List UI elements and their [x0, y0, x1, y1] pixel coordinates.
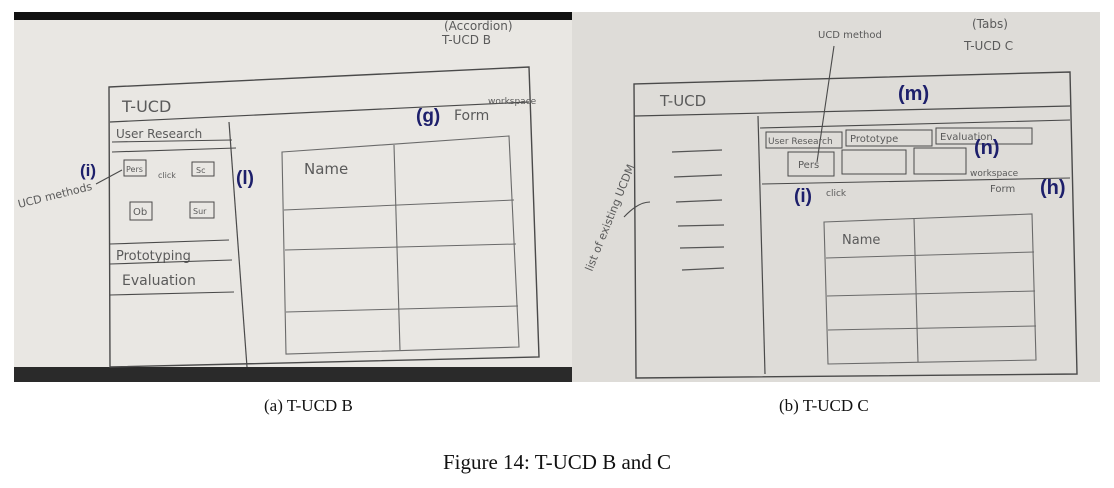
form-table-frame	[823, 213, 1037, 365]
click-note: click	[826, 189, 847, 199]
form-table-header: Name	[842, 233, 880, 248]
workspace-note: workspace	[488, 97, 537, 107]
section-divider	[109, 291, 235, 296]
form-label: Form	[990, 184, 1015, 195]
corner-note-1: (Tabs)	[972, 17, 1008, 31]
subfigure-caption-b: (b) T-UCD C	[779, 396, 869, 415]
form-table-row-line	[826, 290, 1036, 297]
tab-evaluation	[935, 127, 1033, 145]
pointer-arrow	[95, 169, 123, 185]
sketch-a-drawing: (Accordion) T-UCD B T-UCD workspace Form…	[14, 12, 572, 382]
pointer-line	[816, 45, 835, 163]
tab-prototype-label: Prototype	[850, 134, 898, 145]
workspace-note: workspace	[970, 169, 1019, 179]
section-divider	[111, 139, 233, 143]
list-arrow	[623, 201, 651, 218]
dark-top-edge	[14, 12, 572, 20]
ucd-method-note: UCD method	[818, 30, 882, 41]
tab-panel-bottom	[761, 177, 1071, 185]
form-label: Form	[454, 108, 489, 124]
annotation-g: (g)	[416, 106, 440, 127]
annotation-n: (n)	[974, 137, 1000, 159]
form-table-column-divider	[913, 217, 919, 363]
form-table-row-line	[827, 325, 1037, 331]
method-box-empty	[841, 149, 907, 175]
tab-bar-top	[759, 119, 1071, 129]
list-line	[671, 149, 723, 153]
annotation-i: (i)	[794, 186, 812, 207]
form-table-row-line	[283, 199, 515, 211]
list-line	[673, 174, 723, 178]
app-title: T-UCD	[659, 92, 706, 110]
annotation-i: (i)	[80, 161, 96, 180]
method-box-ob	[129, 201, 153, 221]
corner-note-2: T-UCD B	[441, 33, 491, 47]
method-box-sc-label: Sc	[196, 166, 205, 175]
click-note: click	[158, 171, 176, 180]
sketch-b-drawing: (Tabs) T-UCD C UCD method T-UCD list of …	[572, 12, 1100, 382]
method-box-empty	[913, 147, 967, 175]
list-line	[681, 267, 725, 271]
sidebar-right-edge	[757, 115, 766, 375]
section-divider	[111, 147, 237, 153]
figure-caption: Figure 14: T-UCD B and C	[442, 450, 672, 474]
form-table-header: Name	[304, 160, 348, 178]
dark-bottom-edge	[14, 367, 572, 382]
form-table-frame	[281, 135, 520, 355]
tab-prototype	[845, 129, 933, 147]
method-box-sc	[191, 161, 215, 177]
form-table-row-line	[825, 251, 1035, 259]
sketch-photo-a: (Accordion) T-UCD B T-UCD workspace Form…	[14, 12, 572, 382]
corner-note-1: (Accordion)	[444, 19, 513, 33]
section-evaluation: Evaluation	[122, 273, 196, 289]
sidebar-right-edge	[228, 121, 248, 368]
section-divider	[109, 259, 233, 265]
corner-note-2: T-UCD C	[963, 39, 1013, 53]
section-prototyping: Prototyping	[116, 249, 191, 264]
list-line	[679, 246, 725, 249]
form-table-row-line	[284, 243, 517, 251]
tab-user-research	[765, 131, 843, 149]
section-user-research: User Research	[116, 127, 202, 141]
list-line	[675, 199, 723, 203]
subfigure-caption-a: (a) T-UCD B	[264, 396, 353, 415]
title-bar-line	[109, 101, 530, 123]
sketch-photo-b: (Tabs) T-UCD C UCD method T-UCD list of …	[572, 12, 1100, 382]
annotation-l: (l)	[236, 168, 254, 189]
annotation-m: (m)	[898, 83, 929, 105]
tab-evaluation-label: Evaluation	[940, 132, 993, 143]
method-box-pers-label: Pers	[126, 165, 143, 174]
method-box-sur	[189, 201, 215, 219]
method-box-ob-label: Ob	[133, 207, 147, 218]
method-box-pers	[123, 159, 147, 177]
window-frame	[108, 66, 540, 368]
method-box-pers	[787, 151, 835, 177]
annotation-h: (h)	[1040, 177, 1066, 199]
app-title: T-UCD	[121, 97, 171, 116]
title-bar-line	[633, 105, 1071, 117]
form-table-row-line	[285, 305, 519, 313]
method-box-pers-label: Pers	[798, 160, 819, 171]
method-box-sur-label: Sur	[193, 207, 207, 216]
tab-user-research-label: User Research	[768, 137, 833, 147]
list-line	[677, 224, 725, 227]
section-divider	[109, 239, 230, 245]
window-frame	[633, 71, 1078, 379]
paper-background	[14, 12, 572, 382]
